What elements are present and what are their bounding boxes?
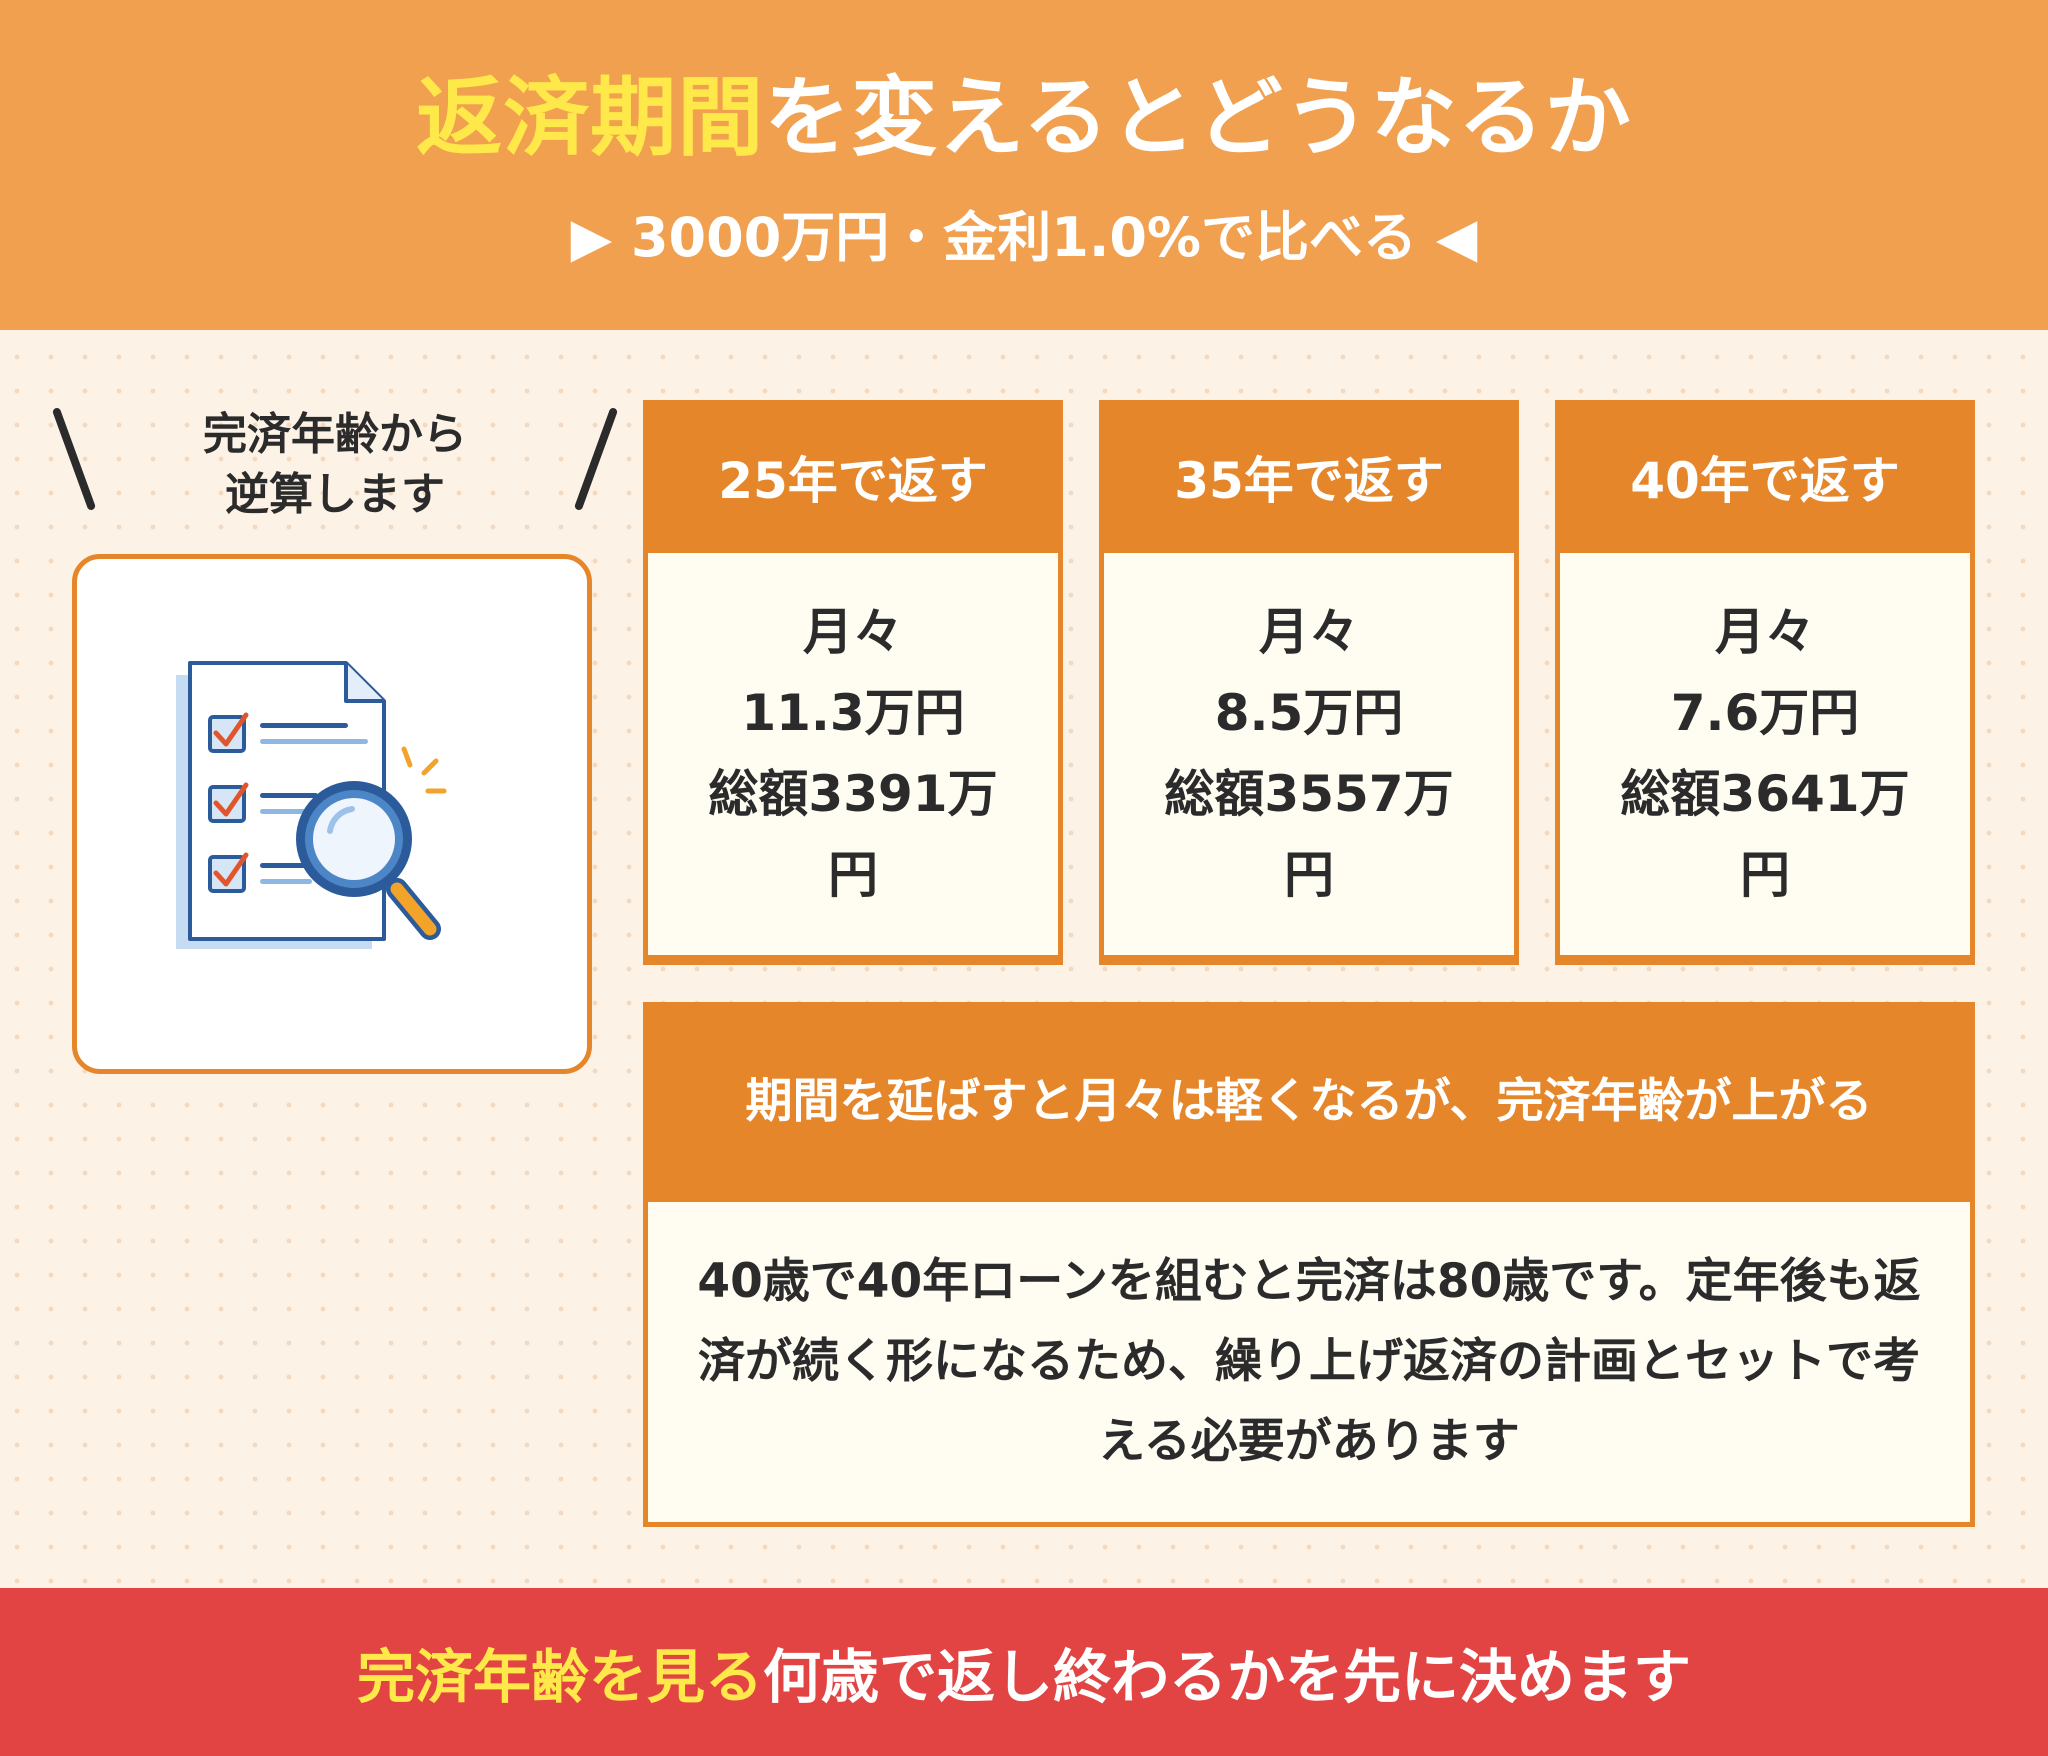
monthly-label: 月々 bbox=[803, 603, 903, 661]
plan-title: 40年で返す bbox=[1630, 451, 1900, 510]
plan-card-35-years: 35年で返す 月々 8.5万円 総額3557万円 bbox=[1099, 400, 1519, 965]
intro-line-2: 逆算します bbox=[225, 469, 445, 520]
footer-text: 何歳で返し終わるかを先に決めます bbox=[763, 1643, 1692, 1711]
monthly-value: 8.5万円 bbox=[1214, 684, 1404, 742]
page-title: 返済期間を変えるとどうなるか bbox=[0, 68, 2048, 168]
title-highlight: 返済期間 bbox=[416, 68, 765, 168]
plan-details: 月々 8.5万円 総額3557万円 bbox=[1104, 553, 1514, 955]
total-amount: 総額3391万円 bbox=[708, 765, 998, 904]
note-heading: 期間を延ばすと月々は軽くなるが、完済年齢が上がる bbox=[745, 1074, 1873, 1129]
plan-title: 35年で返す bbox=[1174, 451, 1444, 510]
plan-title: 25年で返す bbox=[718, 451, 988, 510]
page-subtitle: ▶ 3000万円・金利1.0%で比べる ◀ bbox=[570, 206, 1478, 269]
plan-details: 月々 7.6万円 総額3641万円 bbox=[1560, 553, 1970, 955]
monthly-value: 7.6万円 bbox=[1670, 684, 1860, 742]
title-rest: を変えるとどうなるか bbox=[764, 68, 1632, 168]
footer-highlight: 完済年齢を見る bbox=[356, 1643, 763, 1711]
footer-banner: 完済年齢を見る何歳で返し終わるかを先に決めます bbox=[0, 1588, 2048, 1756]
illustration-card bbox=[72, 554, 592, 1074]
total-amount: 総額3557万円 bbox=[1164, 765, 1454, 904]
plan-details: 月々 11.3万円 総額3391万円 bbox=[648, 553, 1058, 955]
header-banner: 返済期間を変えるとどうなるか ▶ 3000万円・金利1.0%で比べる ◀ bbox=[0, 0, 2048, 330]
document-checklist-magnifier-icon bbox=[176, 661, 447, 949]
monthly-label: 月々 bbox=[1715, 603, 1815, 661]
total-amount: 総額3641万円 bbox=[1620, 765, 1910, 904]
monthly-label: 月々 bbox=[1259, 603, 1359, 661]
monthly-value: 11.3万円 bbox=[741, 684, 965, 742]
note-card: 期間を延ばすと月々は軽くなるが、完済年齢が上がる 40歳で40年ローンを組むと完… bbox=[643, 1002, 1975, 1527]
plan-card-40-years: 40年で返す 月々 7.6万円 総額3641万円 bbox=[1555, 400, 1975, 965]
note-body: 40歳で40年ローンを組むと完済は80歳です。定年後も返済が続く形になるため、繰… bbox=[648, 1202, 1970, 1522]
intro-line-1: 完済年齢から bbox=[203, 409, 467, 460]
plan-card-25-years: 25年で返す 月々 11.3万円 総額3391万円 bbox=[643, 400, 1063, 965]
intro-caption: 完済年齢から 逆算します bbox=[51, 405, 619, 535]
